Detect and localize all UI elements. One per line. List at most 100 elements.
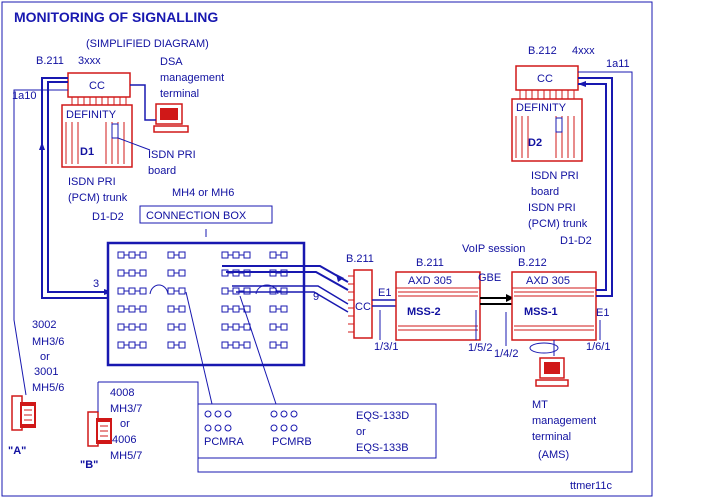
trunk-left-line-1: ISDN PRI xyxy=(68,176,116,188)
cc-b211-label: CC xyxy=(355,301,371,313)
patch-terminal-block xyxy=(117,305,147,313)
isdn-board-right-line-2: board xyxy=(531,186,559,198)
pcm-connector xyxy=(224,410,232,418)
pcm-connector xyxy=(214,424,222,432)
phone-a-label: "A" xyxy=(8,445,26,457)
connection-box-label-frame xyxy=(139,205,273,224)
trunk-right-loop-2 xyxy=(578,83,607,291)
pbx-d2: D2 xyxy=(528,137,542,149)
pcm-connector xyxy=(214,410,222,418)
patch-terminal-block xyxy=(221,323,251,331)
isdn-board-left-line-2: board xyxy=(148,165,176,177)
patch-terminal-block xyxy=(269,305,288,313)
gbe-label: GBE xyxy=(478,272,501,284)
outer-frame xyxy=(1,1,653,497)
eqs-line-1: EQS-133D xyxy=(356,410,409,422)
mss1 xyxy=(511,271,597,341)
phone-b-line-1: 4008 xyxy=(110,387,134,399)
patch-terminal-block xyxy=(269,287,288,295)
diagram-title: MONITORING OF SIGNALLING xyxy=(14,9,218,25)
cc-left xyxy=(67,72,131,98)
definity-d1 xyxy=(61,104,133,168)
gbe-arrow xyxy=(506,294,514,302)
mss2-model: AXD 305 xyxy=(408,275,452,287)
dsa-line-2: management xyxy=(160,72,224,84)
patch-to-cc-2 xyxy=(226,271,349,291)
patch-terminal-block xyxy=(167,251,186,259)
dsa-terminal-icon xyxy=(153,103,189,133)
definity-d1-slots xyxy=(65,122,125,164)
mss2 xyxy=(395,271,481,341)
pcmrb-label: PCMRB xyxy=(272,436,312,448)
phone-b-to-eqs xyxy=(98,381,199,404)
mt-line-2: management xyxy=(532,415,596,427)
mss2-slots xyxy=(398,291,478,331)
trunk-left-arrow xyxy=(39,142,45,150)
trunk-right-line-2: (PCM) trunk xyxy=(528,218,588,230)
trunk-right-line-3: D1-D2 xyxy=(560,235,592,247)
site-left-name: B.211 xyxy=(36,55,64,67)
cc-b211 xyxy=(353,269,373,339)
phone-b-label: "B" xyxy=(80,459,98,471)
dsa-link xyxy=(130,84,156,121)
mt-line-1: MT xyxy=(532,399,548,411)
mss1-name: MSS-1 xyxy=(524,306,558,318)
patch-terminal-block xyxy=(221,287,251,295)
phone-b-icon xyxy=(87,411,112,447)
mss2-site: B.211 xyxy=(416,257,444,269)
phone-a-line-5: MH5/6 xyxy=(32,382,64,394)
isdn-board-left-line-1: ISDN PRI xyxy=(148,149,196,161)
pcm-connector xyxy=(290,410,298,418)
patch-terminal-block xyxy=(269,251,288,259)
phone-b-line-5: MH5/7 xyxy=(110,450,142,462)
eqs-line-3: EQS-133B xyxy=(356,442,409,454)
mss2-name: MSS-2 xyxy=(407,306,441,318)
isdn-board-right-line-1: ISDN PRI xyxy=(531,170,579,182)
patch-to-pcmrb xyxy=(239,295,277,405)
phone-a-line-2: MH3/6 xyxy=(32,336,64,348)
patch-terminal-block xyxy=(167,305,186,313)
phone-b-line-3: or xyxy=(120,418,130,430)
isdn-board-right-card xyxy=(555,117,563,133)
mt-line-4: (AMS) xyxy=(538,449,569,461)
definity-d1-label: DEFINITY xyxy=(66,109,117,121)
mt-cable-loop xyxy=(529,342,559,354)
patch-terminal-block xyxy=(167,287,186,295)
mss1-site: B.212 xyxy=(518,257,547,269)
cc-b211-e1: E1 xyxy=(378,287,391,299)
trunk-left-loop xyxy=(41,77,110,299)
patch-to-cc-arrow xyxy=(336,274,344,282)
phone-a-line-3: or xyxy=(40,351,50,363)
site-right-ext: 4xxx xyxy=(572,45,595,57)
site-right-name: B.212 xyxy=(528,45,557,57)
pcmra-label: PCMRA xyxy=(204,436,244,448)
mss1-model: AXD 305 xyxy=(526,275,570,287)
site-left-ext: 3xxx xyxy=(78,55,101,67)
patch-terminal-block xyxy=(117,287,147,295)
patch-terminal-block xyxy=(117,251,147,259)
trunk-left-line-2: (PCM) trunk xyxy=(68,192,128,204)
cc-b211-port: 1/3/1 xyxy=(374,341,398,353)
mh-options: MH4 or MH6 xyxy=(172,187,234,199)
patch-terminal-block xyxy=(117,323,147,331)
site-left-port: 1a10 xyxy=(12,90,36,102)
cc-b211-pins xyxy=(348,275,354,333)
patch-terminal-block xyxy=(269,323,288,331)
patch-terminal-block xyxy=(269,341,288,349)
pcm-connector xyxy=(270,410,278,418)
patch-terminal-block xyxy=(167,323,186,331)
pcm-circles xyxy=(204,410,298,432)
pcm-connector xyxy=(280,424,288,432)
definity-d2 xyxy=(511,98,583,162)
patch-to-pcmra xyxy=(185,291,213,405)
pbx-d1: D1 xyxy=(80,146,94,158)
footer-code: ttmer11c xyxy=(570,480,612,492)
mss2-port: 1/5/2 xyxy=(468,342,492,354)
pcm-connector xyxy=(204,424,212,432)
cc-left-label: CC xyxy=(89,80,105,92)
pcm-connector xyxy=(280,410,288,418)
isdn-board-left-card xyxy=(111,123,119,139)
pcm-connector xyxy=(224,424,232,432)
